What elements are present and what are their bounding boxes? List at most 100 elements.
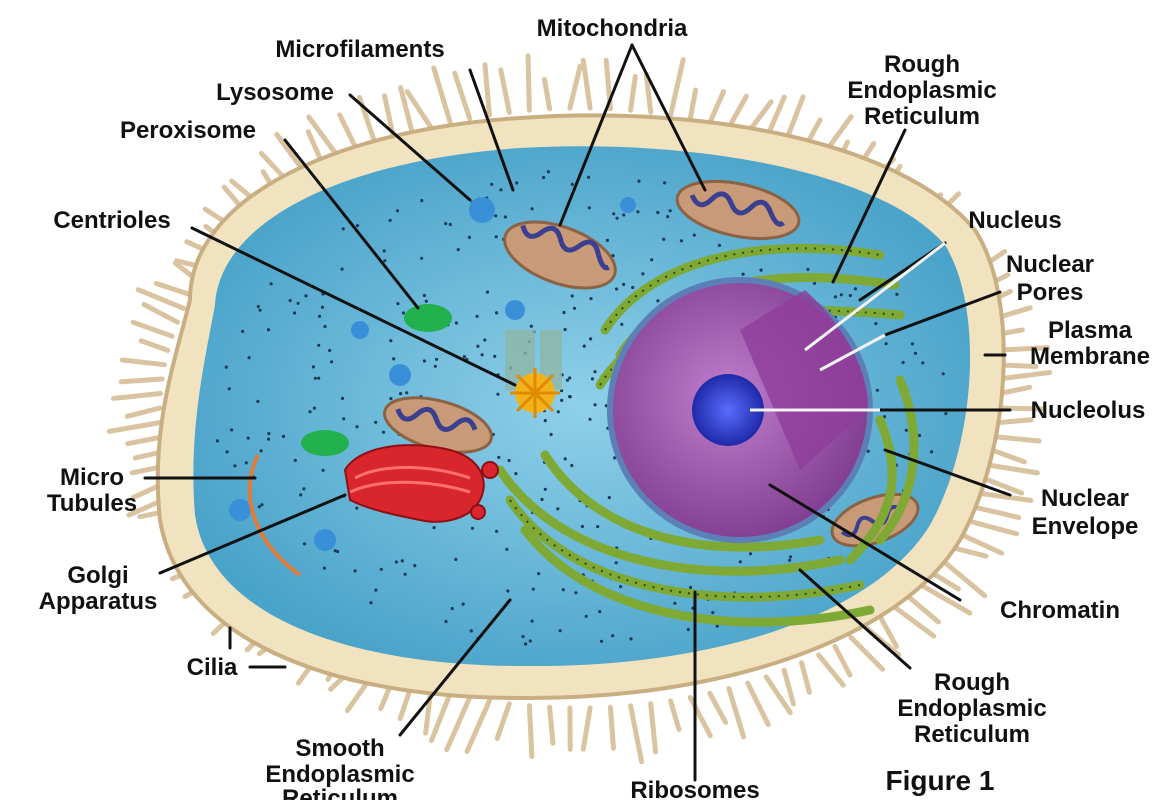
label-rough-er-top-2: Endoplasmic xyxy=(847,77,996,104)
figure-caption: Figure 1 xyxy=(886,765,995,796)
cilium xyxy=(583,708,590,749)
ribosome-dot xyxy=(594,403,597,406)
ribosome-dot xyxy=(531,620,534,623)
ribosome-dot xyxy=(583,345,586,348)
cilium xyxy=(434,68,450,123)
cilium xyxy=(992,466,1037,473)
ribosome-dot xyxy=(622,283,625,286)
label-nucleolus: Nucleolus xyxy=(1031,397,1146,424)
ribosome-dot xyxy=(531,207,534,210)
ribosome-dot xyxy=(524,642,527,645)
cilium xyxy=(583,60,590,108)
ribosome-dot xyxy=(739,560,742,563)
ribosome-dot xyxy=(216,439,219,442)
ribosome-dot xyxy=(257,305,260,308)
ribosome-dot xyxy=(260,503,263,506)
ribosome-dot xyxy=(669,209,672,212)
ribosome-dot xyxy=(921,361,924,364)
cilium xyxy=(988,480,1022,493)
ribosome-dot xyxy=(303,542,306,545)
ribosome-dot xyxy=(542,176,545,179)
ribosome-dot xyxy=(588,206,591,209)
ribosome-dot xyxy=(497,456,500,459)
ribosome-dot xyxy=(631,286,634,289)
ribosome-dot xyxy=(342,227,345,230)
ribosome-dot xyxy=(486,291,489,294)
ribosome-dot xyxy=(494,214,497,217)
cilium xyxy=(952,547,986,556)
cilium xyxy=(729,96,747,127)
ribosome-dot xyxy=(619,585,622,588)
ribosome-dot xyxy=(483,338,486,341)
ribosome-dot xyxy=(493,355,496,358)
ribosome-dot xyxy=(354,569,357,572)
ribosome-dot xyxy=(420,257,423,260)
ribosome-dot xyxy=(849,294,852,297)
vesicle-shape xyxy=(389,364,411,386)
ribosome-dot xyxy=(616,217,619,220)
ribosome-dot xyxy=(666,215,669,218)
ribosome-dot xyxy=(462,603,465,606)
ribosome-dot xyxy=(673,602,676,605)
ribosome-dot xyxy=(267,432,270,435)
ribosome-dot xyxy=(294,459,297,462)
vesicle-shape xyxy=(351,321,369,339)
ribosome-dot xyxy=(560,399,563,402)
ribosome-dot xyxy=(468,236,471,239)
ribosome-dot xyxy=(556,507,559,510)
cilium xyxy=(485,65,489,115)
ribosome-dot xyxy=(918,434,921,437)
peroxisome-shape xyxy=(404,304,452,332)
ribosome-dot xyxy=(571,183,574,186)
ribosome-dot xyxy=(304,294,307,297)
ribosome-dot xyxy=(383,259,386,262)
ribosome-dot xyxy=(876,389,879,392)
ribosome-dot xyxy=(593,370,596,373)
ribosome-dot xyxy=(293,311,296,314)
ribosome-dot xyxy=(867,450,870,453)
ribosome-dot xyxy=(449,223,452,226)
ribosome-dot xyxy=(680,239,683,242)
ribosome-dot xyxy=(615,287,618,290)
ribosome-dot xyxy=(568,395,571,398)
ribosome-dot xyxy=(356,224,359,227)
ribosome-dot xyxy=(530,325,533,328)
ribosome-dot xyxy=(514,472,517,475)
ribosome-dot xyxy=(336,550,339,553)
ribosome-dot xyxy=(902,361,905,364)
ribosome-dot xyxy=(581,525,584,528)
ribosome-dot xyxy=(564,457,567,460)
label-rough-er-bottom-1: Rough xyxy=(934,669,1010,696)
cilium xyxy=(545,80,550,109)
cilium xyxy=(501,70,510,112)
ribosome-dot xyxy=(944,412,947,415)
label-rough-er-bottom-2: Endoplasmic xyxy=(897,695,1046,722)
ribosome-dot xyxy=(606,239,609,242)
ribosome-dot xyxy=(490,183,493,186)
ribosome-dot xyxy=(369,601,372,604)
ribosome-dot xyxy=(389,397,392,400)
cilium xyxy=(122,360,164,365)
cilium xyxy=(497,704,509,739)
ribosome-dot xyxy=(342,417,345,420)
ribosome-dot xyxy=(374,421,377,424)
ribosome-dot xyxy=(256,400,259,403)
cilium xyxy=(455,73,470,118)
ribosome-dot xyxy=(323,567,326,570)
ribosome-dot xyxy=(380,568,383,571)
label-plasma-membrane-1: Plasma xyxy=(1048,317,1133,344)
ribosome-dot xyxy=(259,309,262,312)
ribosome-dot xyxy=(267,328,270,331)
ribosome-dot xyxy=(506,589,509,592)
label-rough-er-bottom-3: Reticulum xyxy=(914,721,1030,748)
ribosome-dot xyxy=(620,323,623,326)
ribosome-dot xyxy=(742,273,745,276)
ribosome-dot xyxy=(405,391,408,394)
ribosome-dot xyxy=(505,548,508,551)
cilium xyxy=(976,508,1019,518)
cilium xyxy=(748,683,769,725)
ribosome-dot xyxy=(544,488,547,491)
ribosome-dot xyxy=(451,607,454,610)
ribosome-dot xyxy=(789,555,792,558)
